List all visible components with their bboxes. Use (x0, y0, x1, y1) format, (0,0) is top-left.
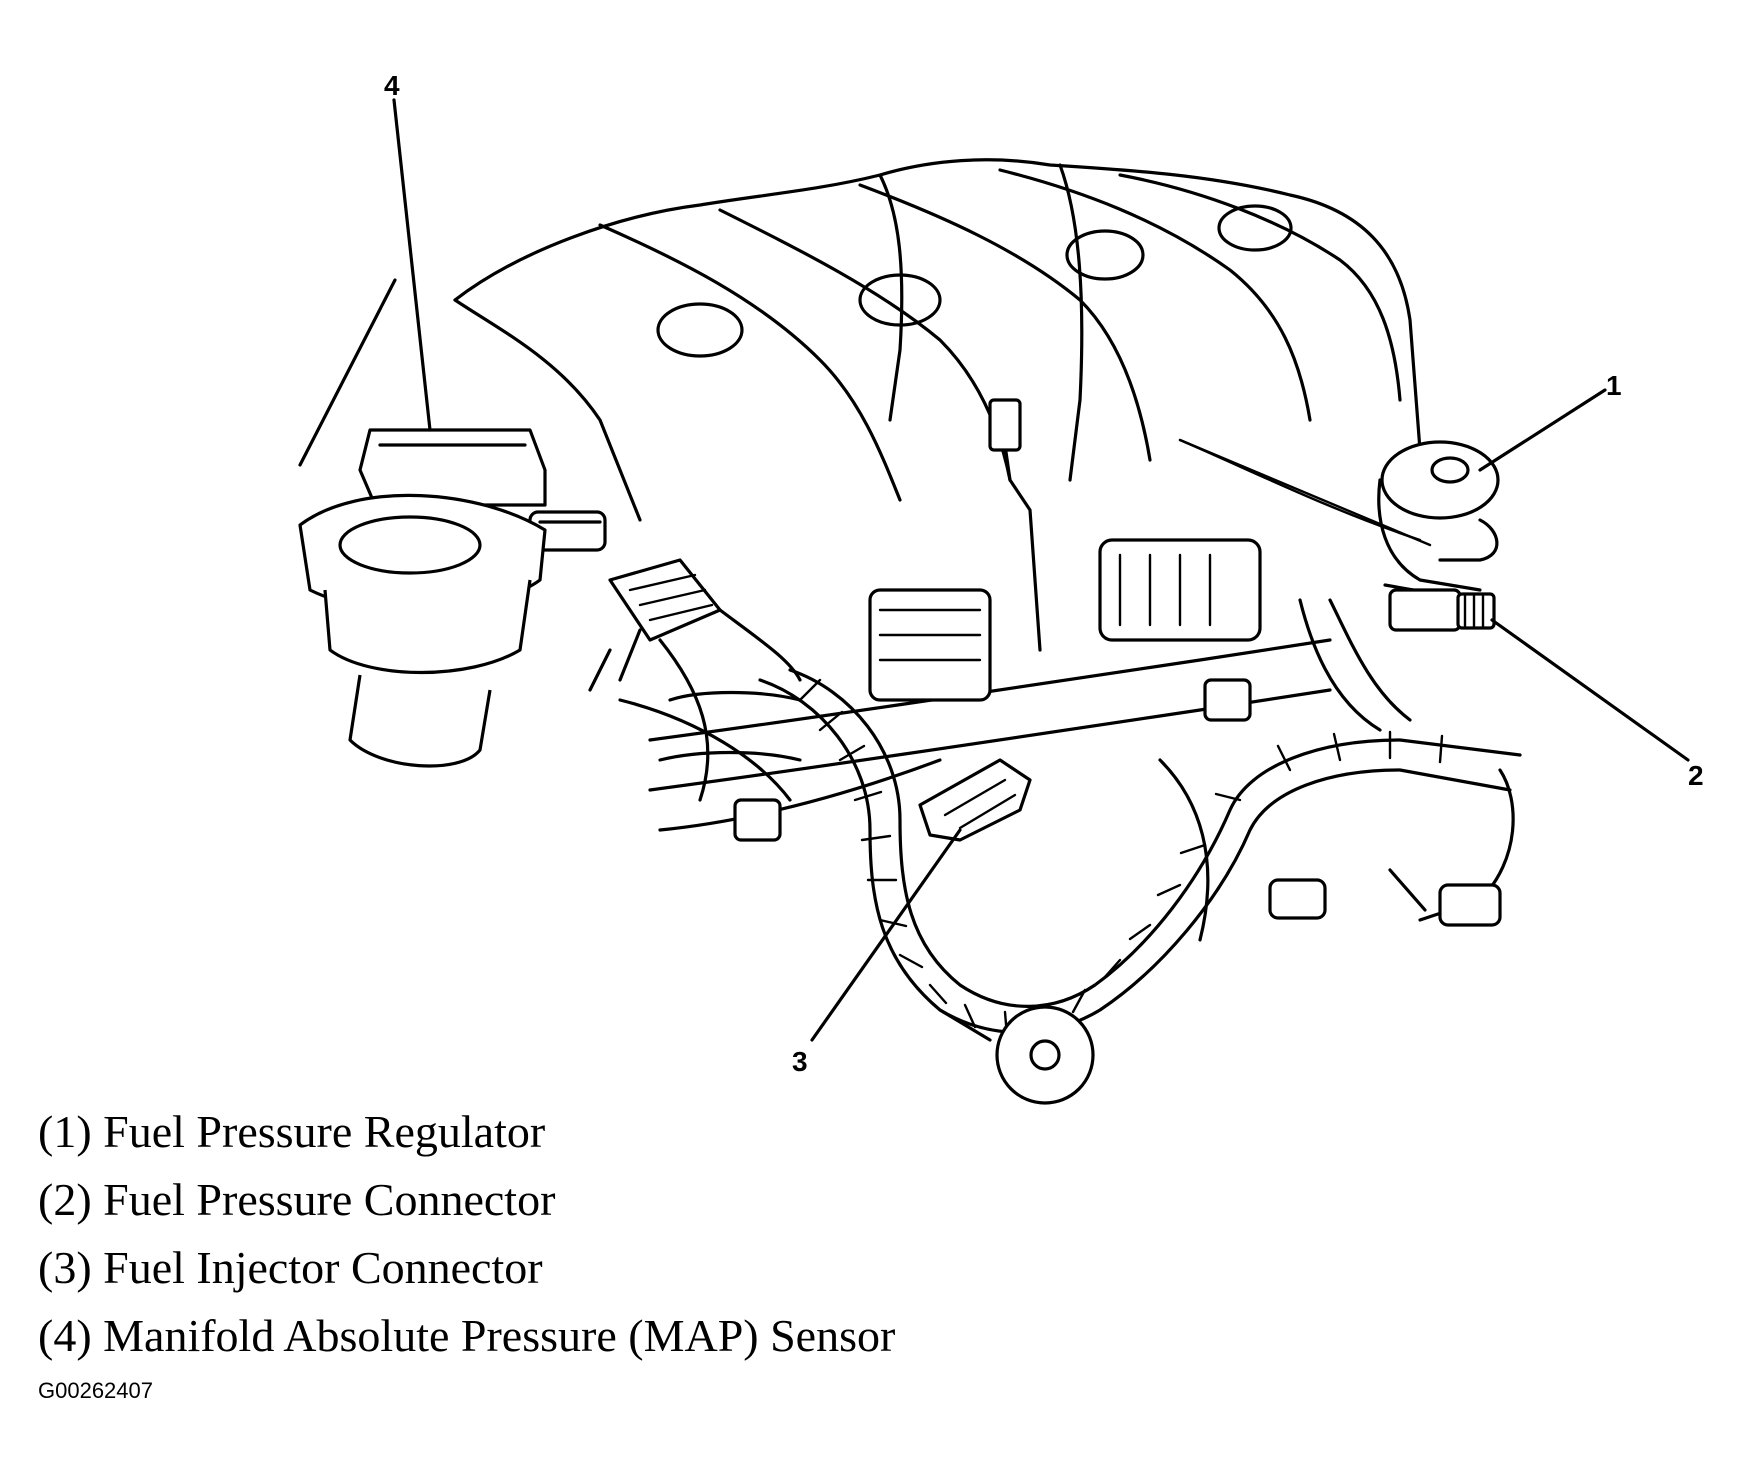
leader-line-1 (1478, 388, 1607, 472)
parts-legend: (1) Fuel Pressure Regulator (2) Fuel Pre… (38, 1098, 895, 1370)
fuel-pressure-connector (1388, 588, 1496, 632)
fuel-injector-connector (918, 758, 1032, 842)
legend-item-2: (2) Fuel Pressure Connector (38, 1174, 556, 1225)
legend-item-3: (3) Fuel Injector Connector (38, 1242, 543, 1293)
harness-plug (608, 558, 802, 682)
callout-4: 4 (384, 70, 400, 101)
lower-hoses (588, 628, 802, 762)
callout-1: 1 (1606, 370, 1622, 401)
ground-terminal (938, 1005, 1095, 1105)
intake-manifold (298, 158, 1422, 542)
legend-item-1: (1) Fuel Pressure Regulator (38, 1106, 546, 1157)
figure-id: G00262407 (38, 1378, 153, 1403)
leader-line-4 (392, 98, 432, 432)
center-connector-block (868, 398, 1262, 702)
throttle-body (298, 493, 547, 768)
fuel-rail (618, 638, 1332, 842)
legend-item-4: (4) Manifold Absolute Pressure (MAP) Sen… (38, 1310, 896, 1361)
callout-2: 2 (1688, 760, 1704, 791)
leader-lines (392, 98, 1690, 1042)
wiring-harness (758, 598, 1522, 1038)
leader-line-2 (1490, 618, 1690, 762)
leader-line-3 (810, 828, 962, 1042)
callout-3: 3 (792, 1046, 808, 1077)
